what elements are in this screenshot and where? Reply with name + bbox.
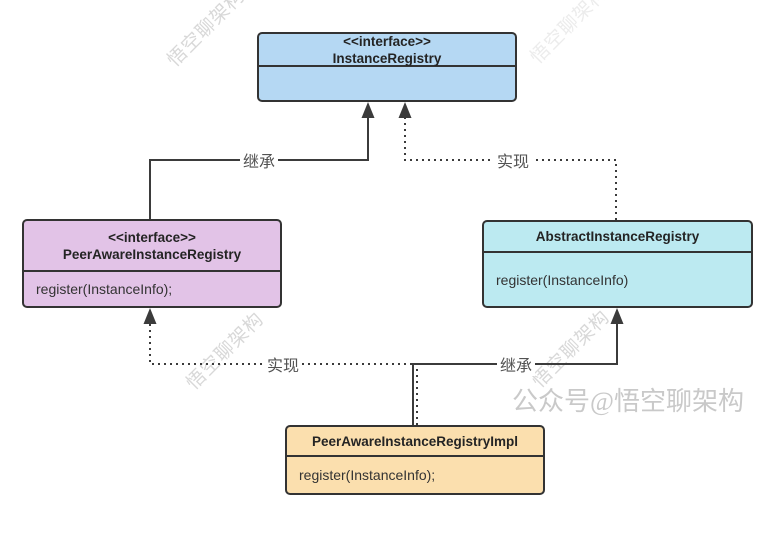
class-members-empty (259, 67, 515, 100)
class-box-peer-aware-instance-registry[interactable]: <<interface>> PeerAwareInstanceRegistry … (22, 219, 282, 308)
class-name: PeerAwareInstanceRegistry (62, 246, 242, 262)
class-header: PeerAwareInstanceRegistryImpl (287, 427, 543, 457)
class-name: InstanceRegistry (332, 50, 442, 66)
class-method: register(InstanceInfo); (299, 467, 436, 483)
class-name: AbstractInstanceRegistry (535, 229, 700, 244)
watermark-diagonal: 悟空聊架构 (182, 308, 269, 395)
class-method: register(InstanceInfo); (36, 281, 173, 297)
watermark-diagonal: 悟空聊架构 (526, 0, 613, 69)
stereotype-label: <<interface>> (343, 33, 431, 49)
class-header: AbstractInstanceRegistry (484, 222, 751, 253)
watermark-diagonal: 悟空聊架构 (163, 0, 250, 72)
class-header: <<interface>> PeerAwareInstanceRegistry (24, 221, 280, 272)
class-box-peer-aware-instance-registry-impl[interactable]: PeerAwareInstanceRegistryImpl register(I… (285, 425, 545, 495)
edge-label-realize: 实现 (493, 148, 533, 172)
edge-label-inherit: 继承 (239, 148, 279, 172)
edge-label-realize: 实现 (263, 352, 303, 376)
stereotype-label: <<interface>> (108, 229, 196, 245)
class-name: PeerAwareInstanceRegistryImpl (311, 433, 519, 449)
class-box-instance-registry[interactable]: <<interface>> InstanceRegistry (257, 32, 517, 102)
realization-arrowhead-icon (398, 102, 412, 118)
class-box-abstract-instance-registry[interactable]: AbstractInstanceRegistry register(Instan… (482, 220, 753, 308)
class-method: register(InstanceInfo) (496, 271, 629, 288)
watermark-diagonal: 悟空聊架构 (528, 306, 615, 393)
class-header: <<interface>> InstanceRegistry (259, 34, 515, 67)
watermark-banner: 公众号@悟空聊架构 (512, 387, 744, 416)
edge-label-inherit: 继承 (496, 352, 536, 376)
realization-arrowhead-icon (143, 308, 157, 324)
inheritance-arrowhead-icon (361, 102, 375, 118)
